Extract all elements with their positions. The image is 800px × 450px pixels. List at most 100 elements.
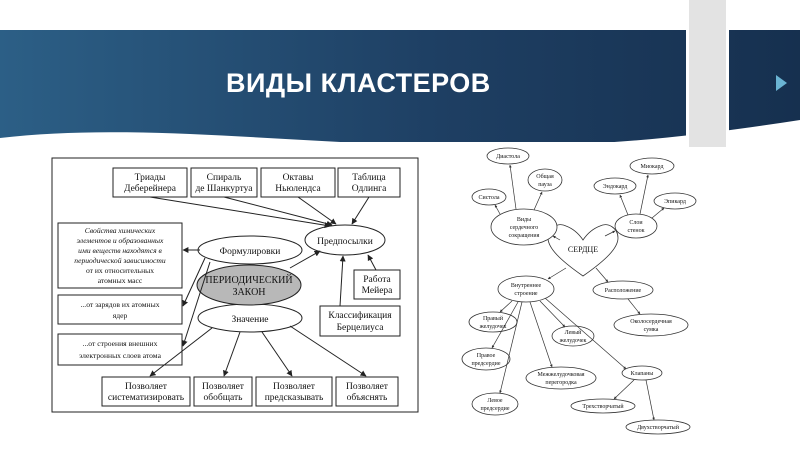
box-explain <box>335 376 399 407</box>
septum-label-1: Межжелудочковая <box>537 372 584 378</box>
predict-label: Позволяет <box>273 382 316 392</box>
berzelius-label: Классификация <box>328 310 392 321</box>
box-formulation-charges <box>57 294 183 325</box>
meyer-label-2: Мейера <box>362 285 394 296</box>
form-masses-6: атомных масс <box>98 276 143 285</box>
left-ventricle-label-2: желудочек <box>559 338 587 344</box>
right-cluster-arrows <box>491 164 665 421</box>
title-banner <box>0 30 800 142</box>
node-epicard <box>653 192 697 210</box>
form-masses-4: периодической зависимости <box>74 256 166 265</box>
endocard-label: Эндокард <box>603 184 628 190</box>
internal-label-1: Внутреннее <box>511 283 542 289</box>
form-shells-2: электронных слоев атома <box>79 351 162 360</box>
node-left-atrium <box>471 392 519 416</box>
node-endocard <box>593 177 637 195</box>
meyer-label: Работа <box>363 274 391 285</box>
right-cluster <box>461 147 697 435</box>
node-wall-layers <box>614 213 658 239</box>
box-meyer <box>353 269 401 300</box>
box-systematize <box>101 376 191 407</box>
generalize-label-2: обобщать <box>204 392 244 403</box>
internal-label-2: строение <box>514 291 538 297</box>
wall-label-2: стенок <box>627 228 644 234</box>
right-atrium-label-2: предсердие <box>471 361 500 367</box>
spiral-label: Спираль <box>207 173 242 183</box>
node-bicuspid <box>625 419 691 435</box>
node-septum <box>525 366 597 390</box>
form-masses-3: ими веществ находятся в <box>78 246 162 255</box>
triads-label-2: Деберейнера <box>124 183 177 194</box>
formulations-label: Формулировки <box>220 247 281 257</box>
systole-label: Систола <box>479 195 500 201</box>
form-masses-1: Свойства химических <box>85 226 156 235</box>
septum-label-2: перегородка <box>545 380 577 386</box>
box-generalize <box>193 376 253 407</box>
box-spiral <box>190 167 258 198</box>
box-predict <box>255 376 333 407</box>
valves-label: Клапаны <box>631 371 654 377</box>
right-cluster-labels: СЕРДЦЕ Виды сердечного сокращения Диасто… <box>471 154 685 431</box>
left-atrium-label-2: предсердие <box>480 406 509 412</box>
location-label: Расположение <box>605 288 642 294</box>
explain-label-2: объяснять <box>347 392 388 403</box>
odling-label: Таблица <box>352 172 386 183</box>
explain-label: Позволяет <box>346 382 389 392</box>
types-label-1: Виды <box>517 217 531 223</box>
box-odling <box>337 167 401 198</box>
pause-label-1: Общая <box>536 173 554 180</box>
octaves-label-2: Ньюлендса <box>275 184 321 194</box>
node-myocard <box>629 157 675 175</box>
banner-wave <box>0 120 800 160</box>
berzelius-label-2: Берцелиуса <box>337 323 385 333</box>
ellipse-center <box>196 264 302 306</box>
types-label-3: сокращения <box>509 233 540 239</box>
pericard-label-2: сумка <box>644 327 659 333</box>
tricuspid-label: Трехстворчатый <box>582 403 624 410</box>
left-cluster-labels: Триады Деберейнера Спираль де Шанкуртуа … <box>108 172 393 403</box>
node-right-atrium <box>461 347 511 371</box>
node-pause <box>527 168 563 192</box>
form-charges-1: ...от зарядов их атомных <box>81 300 160 309</box>
node-systole <box>471 188 507 206</box>
spiral-label-2: де Шанкуртуа <box>195 184 253 194</box>
prerequisites-label: Предпосылки <box>317 237 373 247</box>
accent-bar-inner <box>689 0 726 147</box>
form-charges-2: ядер <box>113 311 128 320</box>
left-ventricle-label-1: Левый <box>565 329 583 336</box>
systematize-label-2: систематизировать <box>108 393 185 403</box>
formulation-labels: Свойства химических элементов и образова… <box>74 226 166 360</box>
types-label-2: сердечного <box>510 225 538 231</box>
form-shells-1: ...от строения внешних <box>83 339 158 348</box>
wall-label-1: Слои <box>629 220 643 226</box>
right-ventricle-label-2: желудочек <box>479 324 507 330</box>
node-diastole <box>486 147 530 165</box>
generalize-label: Позволяет <box>202 382 245 392</box>
box-berzelius <box>319 305 401 337</box>
box-formulation-shells <box>57 333 183 366</box>
left-atrium-label-1: Левое <box>487 398 503 404</box>
bicuspid-label: Двухстворчатый <box>637 424 680 431</box>
pause-label-2: пауза <box>538 182 552 188</box>
octaves-label: Октавы <box>283 173 314 183</box>
predict-label-2: предсказывать <box>265 393 324 403</box>
myocard-label: Миокард <box>640 164 663 170</box>
heart-label: СЕРДЦЕ <box>568 245 598 254</box>
center-label: ПЕРИОДИЧЕСКИЙ <box>205 274 292 286</box>
node-location <box>592 280 654 300</box>
epicard-label: Эпикард <box>664 199 686 205</box>
node-left-ventricle <box>551 325 595 347</box>
ellipse-prerequisites <box>304 224 386 256</box>
form-masses-5: от их относительных <box>86 266 154 275</box>
triads-label: Триады <box>135 173 166 183</box>
meaning-label: Значение <box>231 315 268 325</box>
diastole-label: Диастола <box>496 154 520 160</box>
node-internal <box>497 275 555 303</box>
node-valves <box>621 365 663 381</box>
left-cluster <box>51 157 419 413</box>
pericard-label-1: Околосердечная <box>630 319 672 325</box>
odling-label-2: Одлинга <box>352 184 387 194</box>
form-masses-2: элементов и образованных <box>77 236 164 245</box>
right-atrium-label-1: Правое <box>477 353 496 359</box>
